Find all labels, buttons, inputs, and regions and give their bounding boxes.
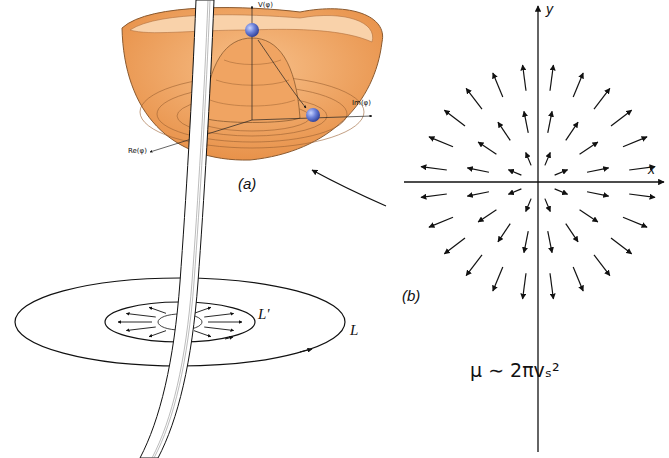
field-arrow <box>524 111 528 133</box>
field-arrow <box>623 137 647 147</box>
field-arrow <box>508 189 521 194</box>
loop-arrow <box>225 337 233 339</box>
field-arrow <box>444 238 465 254</box>
panel-label: (a) <box>238 176 256 193</box>
field-arrow <box>466 255 482 276</box>
field-arrow <box>548 111 552 133</box>
field-arrow <box>421 167 447 170</box>
field-arrow <box>466 88 482 109</box>
field-arrow <box>204 327 233 331</box>
field-arrow <box>545 152 550 165</box>
loop-label: L' <box>258 306 270 323</box>
field-arrow <box>493 267 503 291</box>
loop-arrow <box>300 349 312 352</box>
field-arrow <box>118 322 152 323</box>
field-arrow <box>580 142 598 154</box>
pointer-arrow <box>312 170 386 206</box>
field-arrow <box>467 168 489 172</box>
axis-label: V(φ) <box>258 2 273 10</box>
field-arrow <box>548 231 552 253</box>
field-arrow <box>429 217 453 227</box>
axes-2d <box>404 6 664 452</box>
field-arrow <box>566 224 578 242</box>
field-arrow <box>611 238 632 254</box>
field-arrow <box>526 152 531 165</box>
field-arrow <box>629 194 655 197</box>
field-arrow <box>194 307 211 313</box>
ball <box>306 108 320 122</box>
field-arrow <box>149 331 166 337</box>
field-arrow <box>498 122 510 140</box>
string-shading <box>152 0 210 458</box>
field-arrow <box>623 217 647 227</box>
axes-3d <box>150 6 372 152</box>
vector-field <box>421 65 655 299</box>
field-arrow <box>498 224 510 242</box>
panel-label: (b) <box>402 288 420 305</box>
field-arrow <box>493 73 503 97</box>
axis-label: Im(φ) <box>352 100 371 108</box>
field-arrow <box>444 110 465 126</box>
field-arrow <box>594 88 610 109</box>
field-arrow <box>594 255 610 276</box>
field-arrow <box>208 322 242 323</box>
field-arrow <box>523 65 526 91</box>
field-arrow <box>204 314 233 318</box>
formula: μ ∼ 2πvₛ² <box>470 360 560 381</box>
axis-label: x <box>648 162 655 177</box>
field-arrow <box>523 273 526 299</box>
field-arrow <box>149 307 166 313</box>
field-arrow <box>126 314 155 318</box>
field-arrow <box>421 194 447 197</box>
field-arrow <box>429 137 453 147</box>
field-arrow <box>545 199 550 212</box>
field-arrow <box>587 192 609 196</box>
field-arrow <box>467 192 489 196</box>
field-arrow <box>508 170 521 175</box>
field-arrow <box>587 168 609 172</box>
axis-label: Re(φ) <box>128 148 147 156</box>
field-arrow <box>526 199 531 212</box>
mexican-hat <box>122 6 383 160</box>
field-arrow <box>555 170 568 175</box>
field-arrow <box>550 65 553 91</box>
field-arrow <box>478 210 496 222</box>
axis-label: y <box>546 2 553 17</box>
field-arrow <box>573 73 583 97</box>
field-arrow <box>126 327 155 331</box>
loop-label: L <box>350 322 358 339</box>
field-arrow <box>194 331 211 337</box>
field-arrow <box>550 273 553 299</box>
field-arrow <box>611 110 632 126</box>
field-arrow <box>555 189 568 194</box>
field-arrow <box>580 210 598 222</box>
roll-arrow <box>258 40 306 108</box>
field-arrow <box>478 142 496 154</box>
field-arrow <box>573 267 583 291</box>
cosmic-string <box>140 0 214 458</box>
field-arrow <box>566 122 578 140</box>
ball <box>245 23 259 37</box>
field-arrow <box>524 231 528 253</box>
